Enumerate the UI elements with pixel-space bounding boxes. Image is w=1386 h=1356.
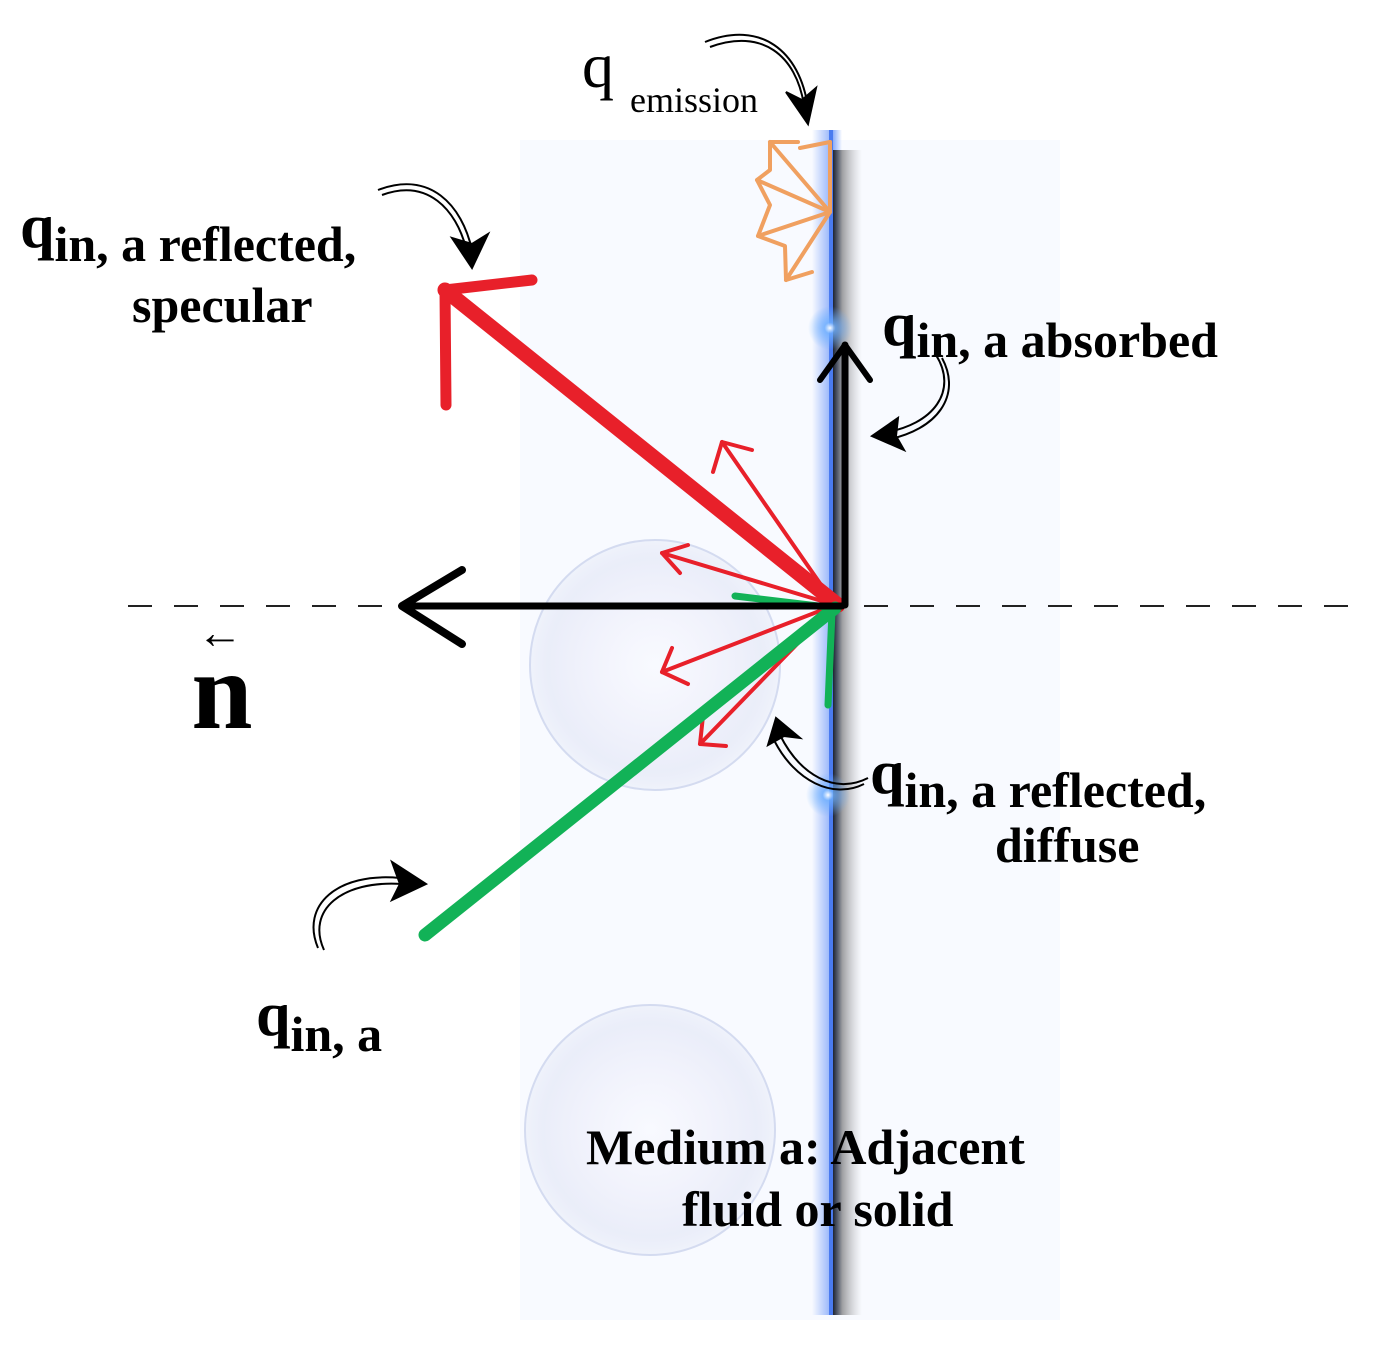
diffuse-reflection-arrows	[660, 440, 837, 748]
label-normal-letter: n	[191, 630, 253, 752]
label-emission-sub: emission	[630, 80, 759, 120]
label-absorbed: qin, a absorbed	[882, 291, 1218, 365]
label-incident-sub: in, a	[290, 1006, 383, 1062]
emission-arrows	[755, 140, 832, 282]
pointer-incident	[312, 859, 429, 951]
label-emission: q	[582, 34, 614, 98]
label-diffuse-q: q	[870, 739, 905, 807]
label-absorbed-sub: in, a absorbed	[916, 312, 1218, 368]
specular-reflection-arrow	[437, 274, 846, 613]
label-incident-q: q	[256, 981, 291, 1049]
label-diffuse: qin, a reflected,	[870, 739, 1206, 815]
label-emission-q: q	[582, 30, 614, 101]
flare-bottom	[806, 773, 850, 817]
label-absorbed-q: q	[882, 291, 917, 359]
wall-surface	[829, 130, 833, 1315]
label-normal-arrow: ←	[197, 607, 243, 658]
label-incident: qin, a	[256, 981, 382, 1059]
label-medium-line2: fluid or solid	[682, 1181, 954, 1237]
pointer-diffuse	[766, 716, 869, 791]
absorbed-arrow	[817, 341, 873, 609]
label-normal-vector: ← n	[182, 610, 262, 752]
label-specular-line2: specular	[132, 277, 313, 333]
bubble-lower	[524, 1004, 776, 1256]
flare-top	[808, 306, 852, 350]
label-diffuse-line2: diffuse	[995, 817, 1140, 873]
label-specular-q: q	[20, 193, 55, 261]
pointer-absorbed	[869, 354, 950, 453]
label-specular: qin, a reflected,	[20, 193, 356, 269]
label-specular-sub: in, a reflected,	[54, 216, 357, 272]
label-diffuse-sub: in, a reflected,	[904, 762, 1207, 818]
label-medium-line1: Medium a: Adjacent	[586, 1119, 1025, 1175]
pointer-specular	[377, 183, 491, 271]
pointer-emission	[704, 33, 818, 127]
normal-vector-arrow	[398, 566, 846, 648]
